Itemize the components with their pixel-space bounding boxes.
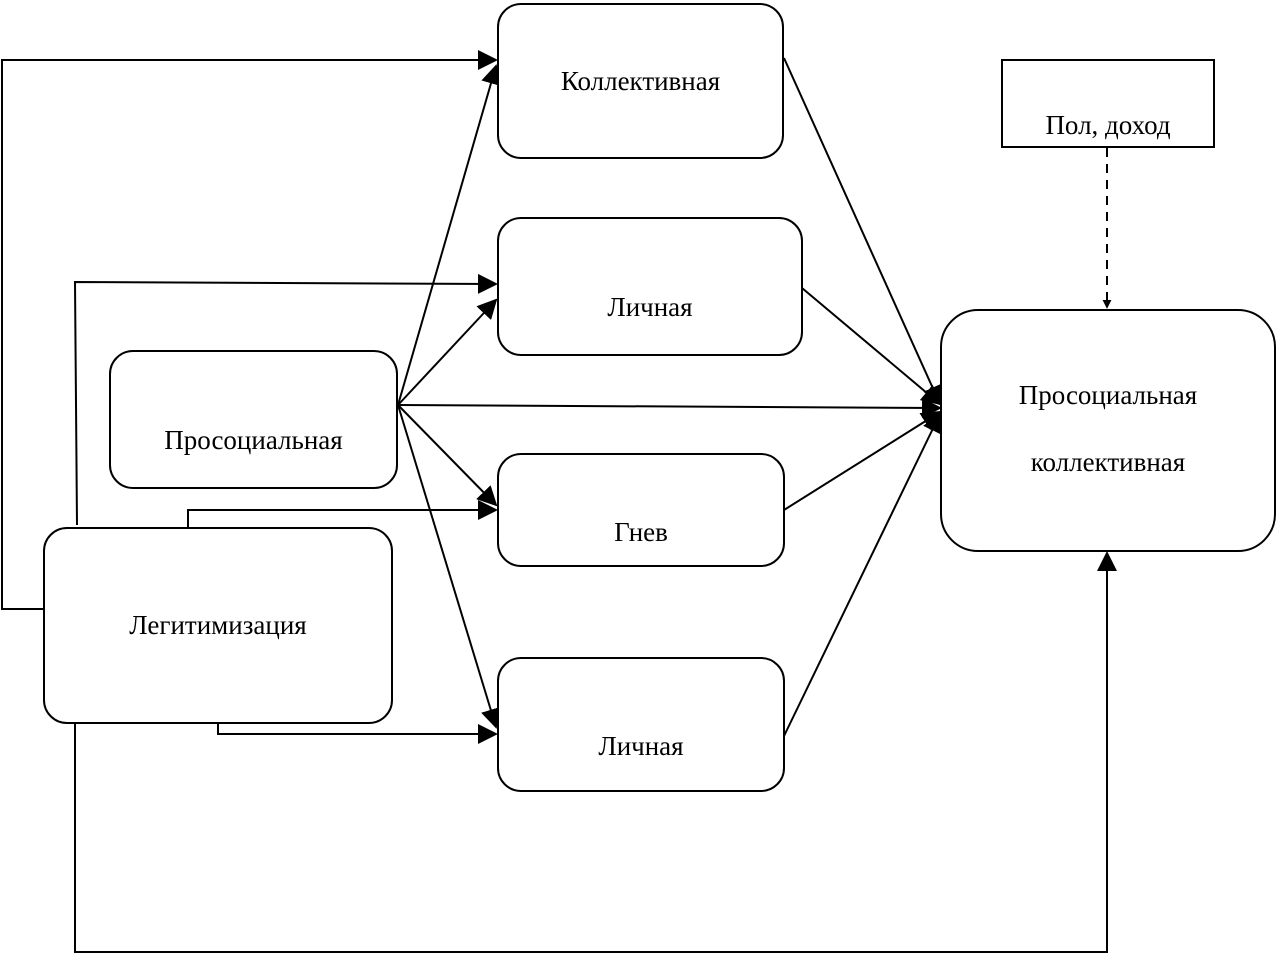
- arrow-prosocial-to-personal-bottom: [397, 404, 501, 729]
- node-personal-top-label: Личная: [607, 292, 693, 322]
- node-personal-bottom: Личная: [497, 657, 785, 792]
- node-outcome-line2: коллективная: [1030, 446, 1186, 477]
- node-personal-bottom-label: Личная: [598, 731, 684, 761]
- node-outcome: Просоциальная коллективная: [940, 309, 1276, 552]
- arrow-prosocial-to-collective: [397, 64, 501, 406]
- node-collective: Коллективная: [497, 3, 784, 159]
- arrow-prosocial-to-personal-top: [397, 298, 498, 406]
- arrow-legitimization-to-personal-top: [73, 273, 498, 526]
- arrow-legitimization-to-outcome: [74, 551, 1117, 953]
- node-prosocial: Просоциальная: [109, 350, 398, 489]
- arrow-legitimization-to-collective: [1, 50, 498, 610]
- node-outcome-line1: Просоциальная: [1018, 379, 1198, 410]
- node-controls: Пол, доход: [1001, 59, 1215, 148]
- arrow-collective-to-outcome: [783, 57, 942, 406]
- arrow-personal-bottom-to-outcome: [783, 412, 942, 737]
- arrow-prosocial-to-outcome: [397, 397, 942, 418]
- node-legitimization-label: Легитимизация: [129, 610, 307, 640]
- arrow-anger-to-outcome: [783, 410, 942, 511]
- node-collective-label: Коллективная: [560, 65, 721, 96]
- arrow-legitimization-to-personal-bottom: [217, 724, 498, 744]
- arrow-legitimization-to-anger: [187, 500, 498, 527]
- node-prosocial-label: Просоциальная: [164, 425, 343, 455]
- node-anger-label: Гнев: [614, 516, 668, 547]
- node-personal-top: Личная: [497, 217, 803, 356]
- node-legitimization: Легитимизация: [43, 527, 393, 724]
- node-controls-label: Пол, доход: [1045, 110, 1171, 140]
- arrow-prosocial-to-anger: [397, 404, 498, 507]
- node-anger: Гнев: [497, 453, 785, 567]
- arrow-personal-top-to-outcome: [801, 287, 942, 406]
